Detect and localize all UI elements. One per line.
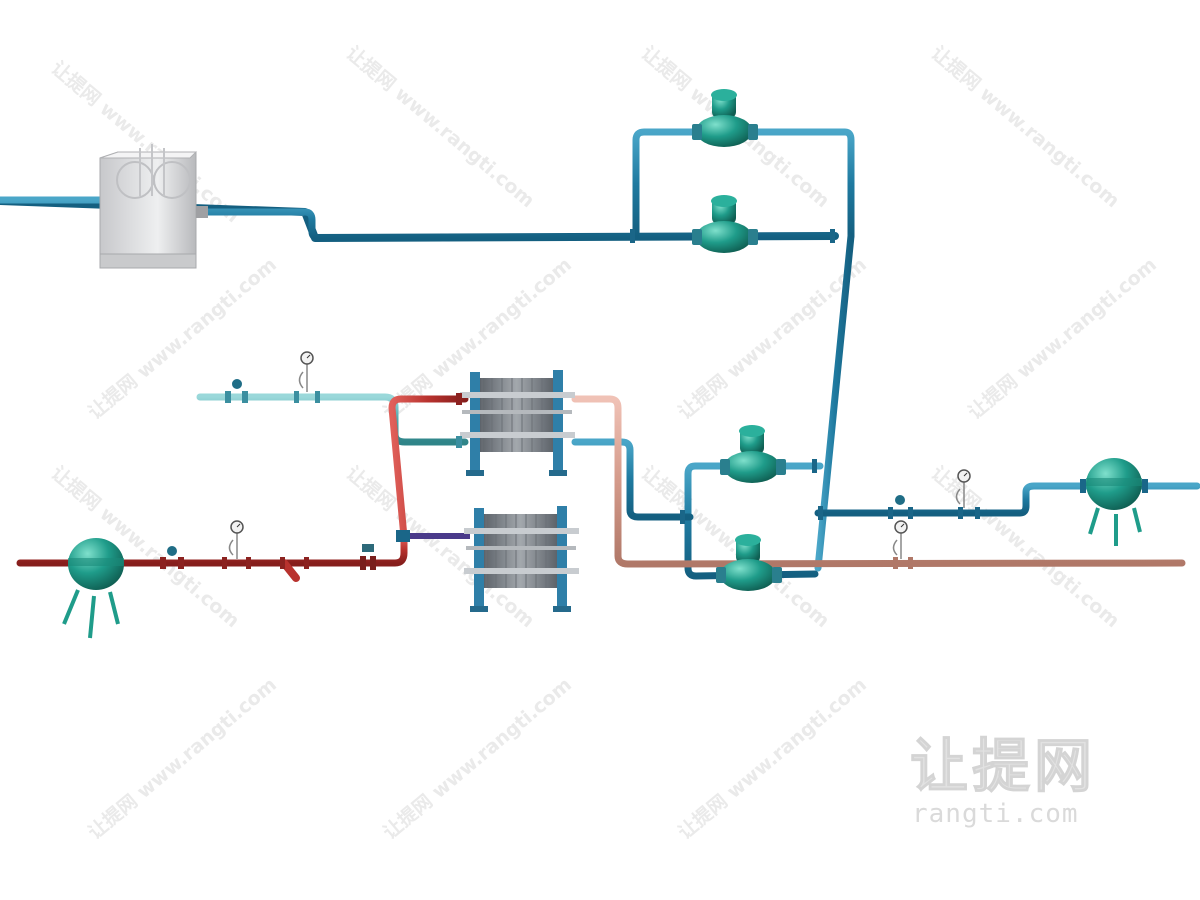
centrifugal-pump-icon — [720, 425, 786, 483]
teal-pipe-supply — [196, 393, 469, 446]
watermark-logo-text: 让提网 — [910, 732, 1096, 800]
inline-valve-icon — [225, 379, 248, 403]
valves — [160, 229, 1148, 582]
watermark-site-text: rangti.com — [912, 799, 1079, 829]
tank-right — [1086, 458, 1142, 546]
blue-pipe-lower-loop — [684, 462, 824, 580]
return-pipe-main — [571, 395, 1186, 568]
gauge-teal-line — [298, 351, 314, 392]
spherical-tank-icon — [62, 538, 124, 639]
blue-pipe-main — [0, 196, 839, 242]
blue-pipe-right-out — [814, 482, 1200, 517]
watermark-tile: 让提网 www.rangti.com — [963, 253, 1161, 424]
pressure-gauge-icon — [228, 520, 244, 559]
watermark-tile: 让提网 www.rangti.com — [637, 461, 835, 632]
inline-valve-icon — [888, 495, 980, 519]
red-pipe-riser — [388, 395, 469, 541]
return-pipe-network — [571, 395, 1186, 568]
inline-valve-icon — [222, 557, 251, 569]
pump-bottom-2 — [716, 534, 782, 591]
heat-exchanger-lower — [464, 506, 579, 612]
pressure-gauge-icon — [298, 351, 314, 392]
pump-top-2 — [692, 195, 758, 253]
strainer-icon — [280, 557, 309, 582]
pump-bottom-1 — [720, 425, 786, 483]
watermark-tile: 让提网 www.rangti.com — [342, 41, 540, 212]
gauge-return-line — [892, 520, 908, 559]
plate-heat-exchanger-icon — [464, 506, 579, 612]
inline-valve-icon — [294, 391, 320, 403]
heat-exchanger-upper — [460, 370, 575, 476]
pressure-gauge-icon — [955, 469, 971, 508]
inline-valve-icon — [630, 229, 835, 524]
watermark-logo: 让提网 rangti.com — [910, 732, 1096, 830]
centrifugal-pump-icon — [716, 534, 782, 591]
watermark-tile: 让提网 www.rangti.com — [673, 673, 871, 844]
inline-valve-icon — [893, 479, 1148, 569]
pressure-gauge-icon — [892, 520, 908, 559]
cooling-tower-icon — [99, 144, 208, 269]
plate-heat-exchanger-icon — [460, 370, 575, 476]
red-pipe-network — [16, 395, 469, 567]
teal-pipe-network — [196, 393, 469, 446]
gauge-blue-right — [955, 469, 971, 508]
inline-valve-icon — [360, 544, 376, 570]
spherical-tank-icon — [1086, 458, 1142, 546]
gauge-red-line — [228, 520, 244, 559]
inline-valve-icon — [396, 393, 462, 542]
centrifugal-pump-icon — [692, 89, 758, 147]
blue-pipe-exchanger-out — [571, 438, 694, 521]
watermark-tile: 让提网 www.rangti.com — [927, 41, 1125, 212]
red-pipe-main — [16, 533, 408, 567]
pump-top-1 — [692, 89, 758, 147]
watermark-tile: 让提网 www.rangti.com — [83, 673, 281, 844]
watermark-tile: 让提网 www.rangti.com — [378, 673, 576, 844]
tank-left — [62, 538, 124, 639]
centrifugal-pump-icon — [692, 195, 758, 253]
inline-valve-icon — [160, 546, 184, 569]
